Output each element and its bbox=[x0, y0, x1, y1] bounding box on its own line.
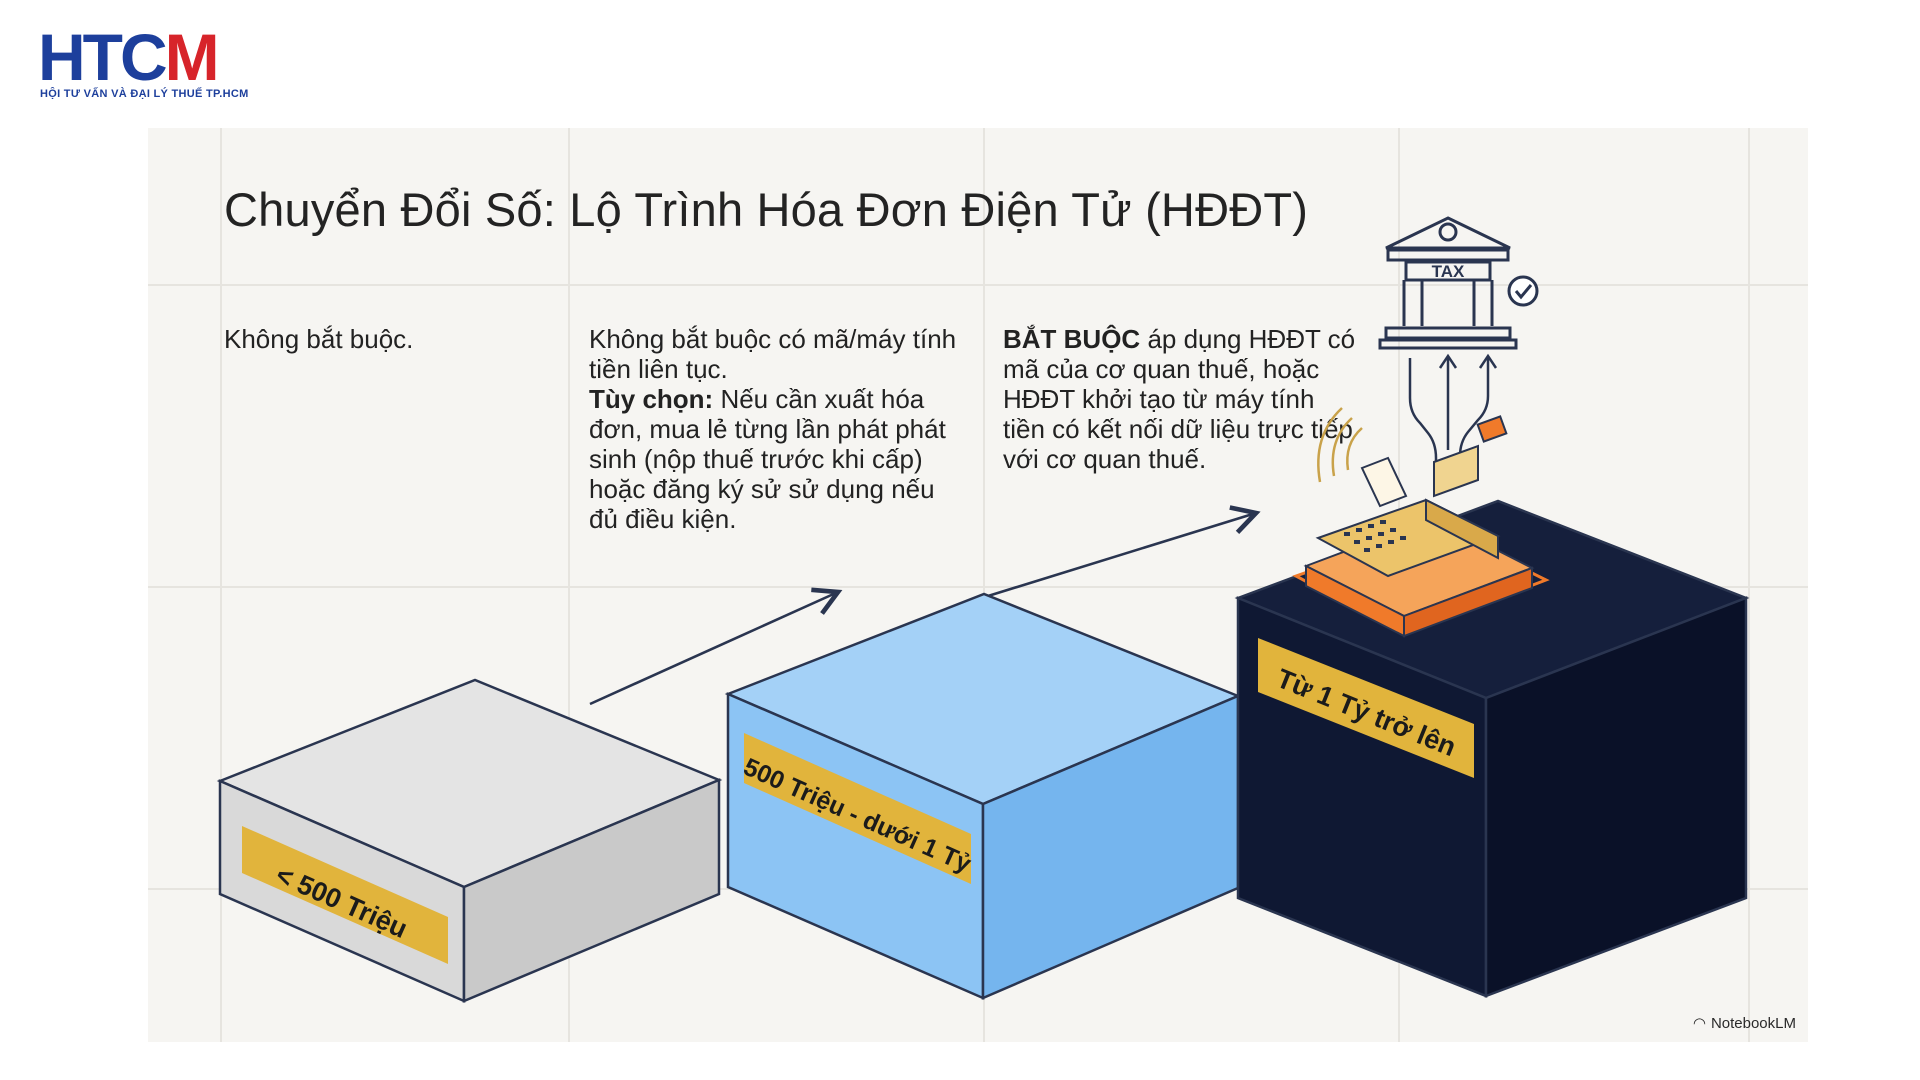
grid-line bbox=[1748, 128, 1750, 1042]
tier-1-description: Không bắt buộc. bbox=[224, 324, 414, 354]
slide-title: Chuyển Đổi Số: Lộ Trình Hóa Đơn Điện Tử … bbox=[224, 183, 1309, 236]
logo-subtitle: HỘI TƯ VẤN VÀ ĐẠI LÝ THUẾ TP.HCM bbox=[40, 88, 249, 100]
notebooklm-watermark: ◠ NotebookLM bbox=[1692, 1014, 1796, 1033]
check-circle-icon bbox=[1507, 275, 1539, 307]
tier-blocks: < 500 Triệu 500 Triệu - dưới 1 Tỷ Từ 1 T… bbox=[216, 499, 1750, 1003]
tax-office-icon bbox=[1378, 216, 1518, 350]
notebooklm-icon: ◠ bbox=[1692, 1015, 1706, 1032]
tier-1-block bbox=[216, 678, 723, 1003]
grid-line bbox=[148, 284, 1808, 286]
tier-3-block bbox=[1234, 499, 1750, 998]
grid-line bbox=[568, 128, 570, 1042]
progress-arrows bbox=[589, 505, 1261, 706]
grid-line bbox=[220, 128, 222, 1042]
arrow-tier-2-to-3 bbox=[987, 505, 1261, 598]
grid-line bbox=[148, 586, 1808, 588]
arrow-tier-1-to-2 bbox=[589, 587, 843, 706]
tier-2-description: Không bắt buộc có mã/máy tính tiền liên … bbox=[589, 324, 957, 534]
data-arrow-icon bbox=[1408, 353, 1498, 478]
logo-wordmark: HTCM bbox=[38, 20, 220, 94]
illustration: TAX bbox=[1292, 216, 1550, 638]
tier-3-description: BẮT BUỘC áp dụng HĐĐT có mã của cơ quan … bbox=[1003, 324, 1356, 474]
slide: Chuyển Đổi Số: Lộ Trình Hóa Đơn Điện Tử … bbox=[148, 128, 1808, 1042]
grid-line bbox=[983, 128, 985, 1042]
htcm-logo: HTCM HỘI TƯ VẤN VÀ ĐẠI LÝ THUẾ TP.HCM bbox=[38, 24, 258, 104]
tier-2-block bbox=[724, 592, 1242, 1000]
tax-label: TAX bbox=[1432, 262, 1465, 281]
cash-register-icon bbox=[1292, 407, 1550, 638]
